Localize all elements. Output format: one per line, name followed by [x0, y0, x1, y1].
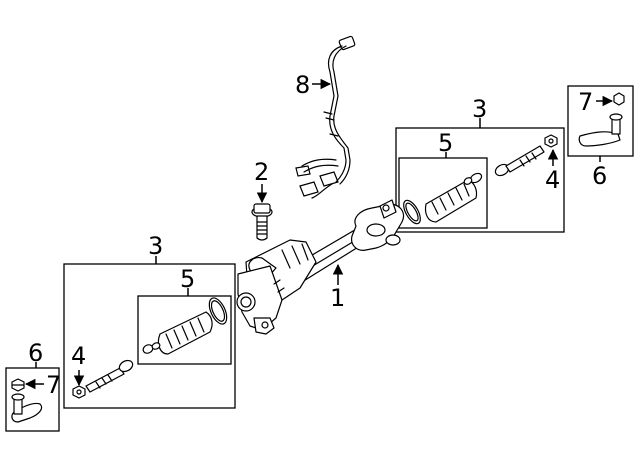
inner-tie-rod-left [85, 359, 134, 393]
jam-nut-left [72, 385, 86, 399]
callout-8: 8 [295, 71, 310, 99]
nut-left [11, 378, 25, 392]
callout-3-right: 3 [472, 95, 487, 123]
callout-4-left: 4 [71, 342, 86, 370]
inner-tie-rod-right [494, 145, 545, 177]
rack-assembly [236, 199, 405, 335]
callout-7-left: 7 [46, 371, 61, 399]
nut-right [613, 92, 625, 106]
callout-5-right: 5 [438, 129, 453, 157]
callout-6-right: 6 [592, 162, 607, 190]
tie-rod-end-left [11, 393, 43, 423]
callout-4-right: 4 [545, 166, 560, 194]
tie-rod-end-right [578, 113, 623, 147]
callout-1: 1 [330, 284, 345, 312]
callout-2: 2 [254, 158, 269, 186]
boot-kit-left [142, 297, 228, 355]
callout-6-left: 6 [28, 339, 43, 367]
callout-3-left: 3 [148, 232, 163, 260]
callout-7-right: 7 [578, 88, 593, 116]
boot-kit-right [403, 172, 483, 225]
callout-5-left: 5 [180, 265, 195, 293]
wiring-harness [295, 35, 356, 199]
jam-nut-right [544, 134, 558, 148]
bolt [251, 203, 273, 241]
